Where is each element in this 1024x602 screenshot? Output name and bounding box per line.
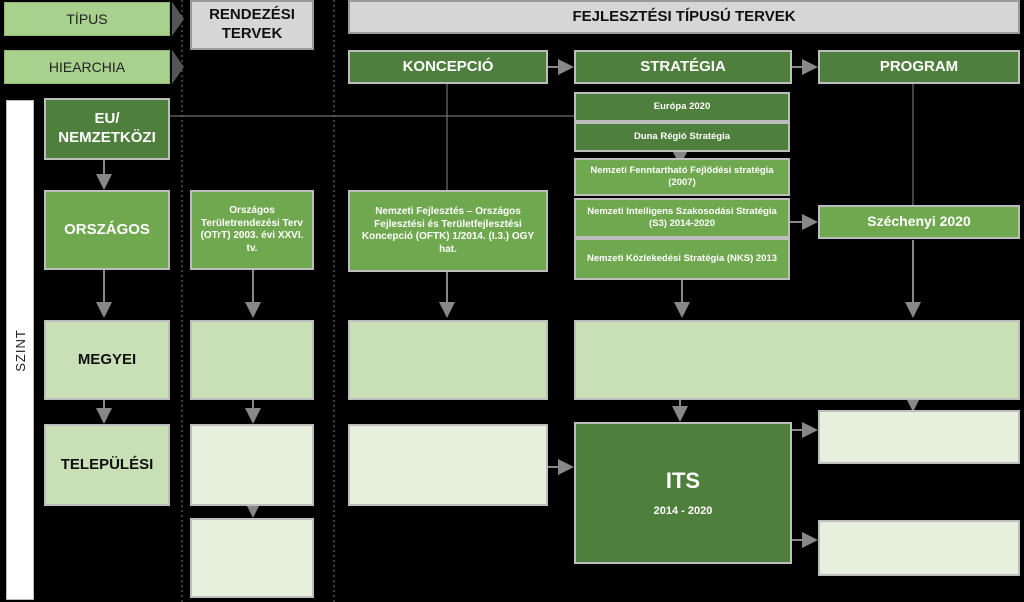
level-telepulesi: TELEPÜLÉSI bbox=[44, 424, 170, 506]
level-megyei: MEGYEI bbox=[44, 320, 170, 400]
program-header: PROGRAM bbox=[818, 50, 1020, 84]
its-years: 2014 - 2020 bbox=[653, 504, 713, 517]
program-extra-box bbox=[818, 520, 1020, 576]
otrt-box: Országos Területrendezési Terv (OTrT) 20… bbox=[190, 190, 314, 270]
strategia-header: STRATÉGIA bbox=[574, 50, 792, 84]
rendezesi-tervek-header: RENDEZÉSI TERVEK bbox=[190, 0, 314, 50]
rendezesi-extra-box bbox=[190, 518, 314, 598]
s3-box: Nemzeti Intelligens Szakosodási Stratégi… bbox=[574, 198, 790, 238]
oftk-box: Nemzeti Fejlesztés – Országos Fejlesztés… bbox=[348, 190, 548, 272]
hiearchia-label: HIEARCHIA bbox=[4, 50, 170, 84]
rendezesi-megyei-box bbox=[190, 320, 314, 400]
szint-label: SZINT bbox=[6, 100, 34, 600]
hiearchia-arrow bbox=[172, 50, 184, 84]
program-telepulesi-box bbox=[818, 410, 1020, 464]
tipus-arrow bbox=[172, 2, 184, 36]
strategia-megyei-box bbox=[574, 320, 1020, 400]
rendezesi-telepulesi-box bbox=[190, 424, 314, 506]
tipus-label: TÍPUS bbox=[4, 2, 170, 36]
nks-box: Nemzeti Közlekedési Stratégia (NKS) 2013 bbox=[574, 238, 790, 280]
duna-regio-box: Duna Régió Stratégia bbox=[574, 122, 790, 152]
szechenyi-2020-box: Széchenyi 2020 bbox=[818, 205, 1020, 239]
level-orszagos: ORSZÁGOS bbox=[44, 190, 170, 270]
europa-2020-box: Európa 2020 bbox=[574, 92, 790, 122]
its-title: ITS bbox=[665, 468, 701, 494]
level-eu: EU/ NEMZETKÖZI bbox=[44, 98, 170, 160]
koncepcio-header: KONCEPCIÓ bbox=[348, 50, 548, 84]
nfs-box: Nemzeti Fenntartható Fejlődési stratégia… bbox=[574, 158, 790, 196]
koncepcio-telepulesi-box bbox=[348, 424, 548, 506]
fejlesztesi-tervek-header: FEJLESZTÉSI TÍPUSÚ TERVEK bbox=[348, 0, 1020, 34]
koncepcio-megyei-box bbox=[348, 320, 548, 400]
its-box: ITS 2014 - 2020 bbox=[574, 422, 792, 564]
